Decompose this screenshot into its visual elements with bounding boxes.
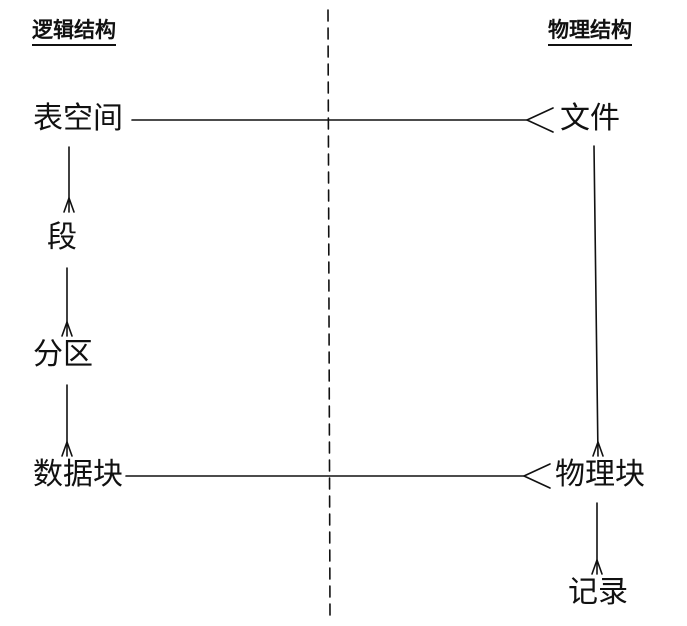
node-file: 文件 [560,101,620,136]
node-datablock: 数据块 [33,457,123,492]
node-physical-block: 物理块 [555,457,645,492]
physical-structure-heading: 物理结构 [548,20,632,46]
crowfoot-file-many [526,107,554,133]
edge-file-osblock [593,145,599,457]
crowfoot-osblock-many [523,463,551,489]
node-segment: 段 [47,220,77,255]
crowfoot-segment-many [63,197,75,213]
crowfoot-extent-many [61,321,73,337]
crowfoot-osblock-from-file [592,441,604,457]
node-record: 记录 [568,575,628,610]
divider-dashed-line [327,9,331,617]
crowfoot-record-many [591,559,603,575]
node-tablespace: 表空间 [33,101,123,136]
logical-structure-heading: 逻辑结构 [32,20,116,46]
crowfoot-datablock-many [61,441,73,457]
node-extent: 分区 [33,337,93,372]
